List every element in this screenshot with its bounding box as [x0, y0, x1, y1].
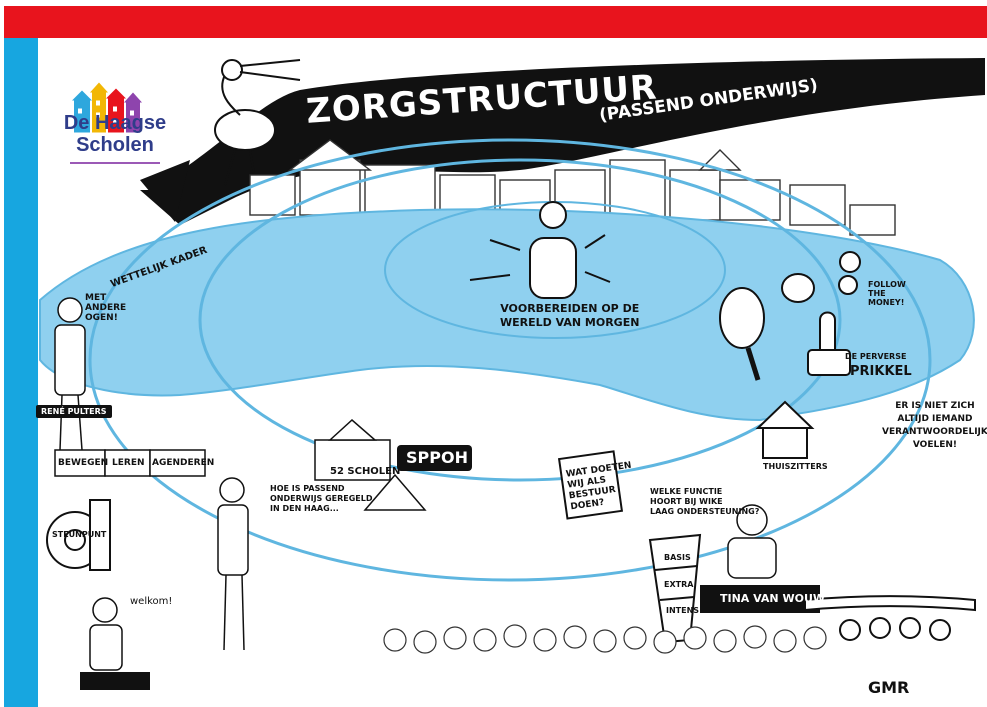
label-andere-ogen: MET ANDERE OGEN! — [85, 293, 127, 323]
esther-name-plate — [80, 672, 150, 690]
middle-ring — [198, 158, 842, 482]
label-bestuur: WAT DOETEN WIJ ALS BESTUUR DOEN? — [565, 461, 637, 514]
action-blocks — [54, 449, 206, 477]
label-extra: EXTRA — [664, 580, 694, 589]
label-de-perverse: DE PERVERSE — [845, 352, 907, 361]
label-intens: INTENS — [666, 606, 700, 615]
sppoh-arrow-icon — [397, 445, 472, 471]
label-sppoh: SPPOH — [406, 448, 468, 467]
label-gmr: GMR — [868, 678, 910, 697]
passend-line-1: HOE IS PASSEND — [270, 484, 345, 493]
banner-arrowhead — [140, 160, 190, 222]
label-verantwoordelijk: ER IS NIET ZICH ALTIJD IEMAND VERANTWOOR… — [882, 400, 987, 452]
person-woman-icon — [217, 477, 249, 651]
logo-houses-icon — [72, 82, 142, 133]
logo-underline — [70, 162, 160, 164]
school-building-icon — [314, 418, 391, 481]
label-prikkel: PRIKKEL — [850, 364, 912, 379]
label-passend-onderwijs: HOE IS PASSEND ONDERWIJS GEREGELD IN DEN… — [270, 484, 373, 514]
money-bag-icon — [781, 251, 861, 303]
functie-line-2: HOORT BIJ WIKE — [650, 497, 723, 506]
top-red-bar — [4, 6, 987, 38]
center-figure-icon — [469, 201, 611, 299]
passend-line-3: IN DEN HAAG... — [270, 504, 339, 513]
verantwoordelijk-line-4: VOELEN! — [912, 440, 957, 450]
verantwoordelijk-line-3: VERANTWOORDELIJK — [882, 427, 987, 437]
label-thuiszitters: THUISZITTERS — [763, 462, 828, 471]
steunpunt-reel-icon — [46, 499, 111, 571]
label-rene: RENÉ PULTERS — [36, 405, 112, 418]
person-rene-icon — [54, 297, 86, 451]
outer-ring — [88, 138, 932, 582]
magnifier-icon — [719, 287, 765, 381]
center-caption-line-2: WERELD VAN MORGEN — [500, 316, 640, 329]
tina-name-plate — [700, 585, 820, 613]
person-tina-icon — [727, 504, 777, 579]
center-caption-line-1: VOORBEREIDEN OP DE — [500, 302, 640, 315]
person-welkom-icon — [89, 597, 123, 671]
label-52-scholen: 52 SCHOLEN — [330, 466, 401, 477]
label-welkom: welkom! — [130, 596, 173, 607]
functie-line-3: LAAG ONDERSTEUNING? — [650, 507, 760, 516]
logo-line-2: Scholen — [76, 134, 154, 156]
label-follow-the-money: FOLLOW THE MONEY! — [868, 280, 906, 307]
functie-line-1: WELKE FUNCTIE — [650, 487, 723, 496]
thuiszitters-house-icon — [755, 400, 815, 459]
bestuur-sign-icon — [557, 450, 624, 520]
logo-line-1: De Haagse — [63, 112, 167, 134]
label-steunpunt: STEUNPUNT — [52, 530, 107, 539]
water-area — [39, 208, 975, 422]
center-caption: VOORBEREIDEN OP DE WERELD VAN MORGEN — [500, 302, 639, 330]
label-tina: TINA VAN WOUW — [720, 592, 826, 605]
verantwoordelijk-line-1: ER IS NIET ZICH — [895, 401, 975, 411]
passend-line-2: ONDERWIJS GEREGELD — [270, 494, 373, 503]
cactus-icon — [807, 311, 851, 376]
label-bewegen: BEWEGEN — [58, 458, 109, 468]
left-blue-bar — [4, 38, 38, 707]
logo-text: De Haagse Scholen — [60, 112, 170, 156]
label-leren: LEREN — [112, 458, 145, 468]
label-welke-functie: WELKE FUNCTIE HOORT BIJ WIKE LAAG ONDERS… — [650, 487, 759, 517]
label-agenderen: AGENDEREN — [152, 458, 215, 468]
crowd-faces — [383, 624, 827, 654]
gmr-table-icon — [804, 595, 976, 641]
verantwoordelijk-line-2: ALTIJD IEMAND — [897, 414, 973, 424]
pyramid-icon — [363, 473, 427, 511]
stork-icon — [214, 59, 301, 186]
label-basis: BASIS — [664, 553, 691, 562]
